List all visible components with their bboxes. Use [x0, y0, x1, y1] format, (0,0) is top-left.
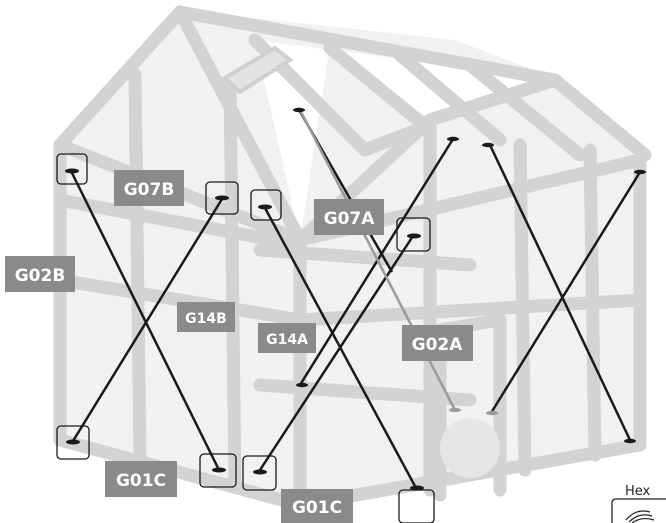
svg-text:G01C: G01C	[292, 498, 342, 518]
hex-legend: Hex	[611, 484, 666, 523]
label-g02b: G02B	[5, 256, 75, 292]
svg-text:G14B: G14B	[185, 311, 227, 327]
highlight-boxes	[56, 153, 435, 523]
label-g07a: G07A	[314, 199, 384, 235]
svg-text:G01C: G01C	[116, 471, 166, 491]
svg-text:G02B: G02B	[15, 266, 66, 286]
svg-text:G14A: G14A	[266, 332, 308, 348]
label-g07b: G07B	[114, 170, 184, 206]
brace-anchors	[65, 107, 646, 491]
label-g14b: G14B	[177, 302, 235, 332]
grey-anchors	[449, 407, 498, 416]
hex-bolt-icon	[625, 510, 655, 523]
label-g01c-left: G01C	[105, 461, 177, 497]
floor-disc	[440, 418, 500, 478]
label-g01c-right: G01C	[281, 489, 353, 523]
svg-text:G02A: G02A	[412, 335, 464, 355]
svg-text:G07B: G07B	[124, 180, 175, 200]
roof-vent	[221, 45, 294, 95]
label-g02a: G02A	[402, 325, 473, 361]
svg-text:G07A: G07A	[324, 209, 376, 229]
label-g14a: G14A	[258, 323, 316, 353]
hex-label: Hex	[625, 484, 651, 499]
